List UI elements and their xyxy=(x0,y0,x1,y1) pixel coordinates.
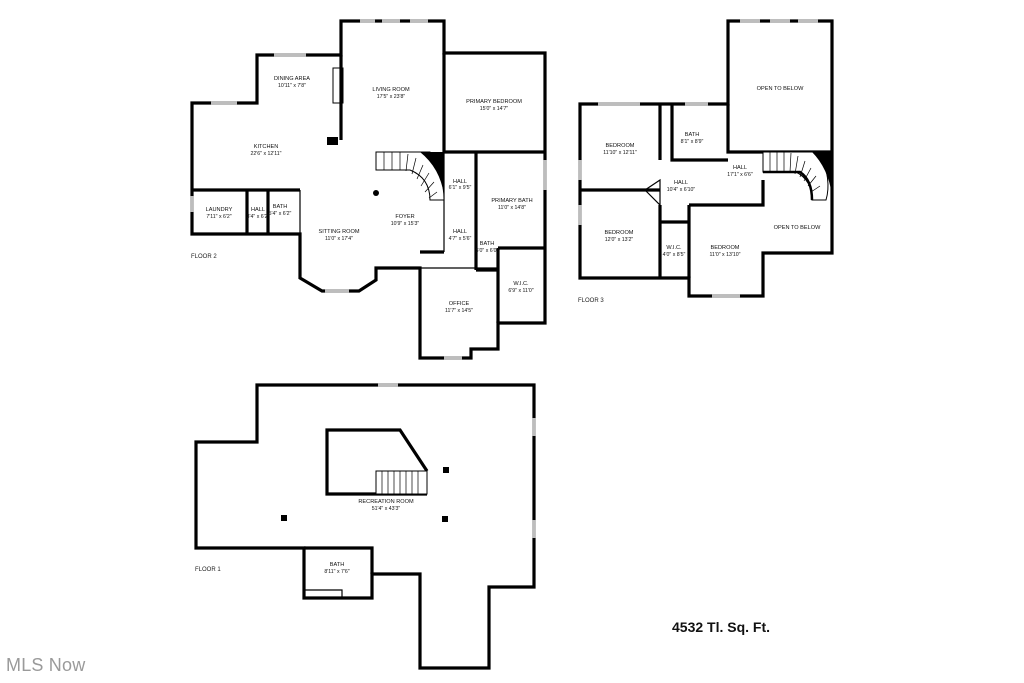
room-label: OPEN TO BELOW xyxy=(757,86,804,92)
room-dimensions: 8'1" x 8'9" xyxy=(681,139,704,145)
room-label: BATH xyxy=(480,241,495,247)
room-label: PRIMARY BEDROOM xyxy=(466,99,522,105)
room-dimensions: 4'7" x 5'6" xyxy=(449,236,472,242)
interior-wall xyxy=(726,104,832,154)
interior-wall xyxy=(670,104,728,162)
room-dimensions: 10'11" x 7'8" xyxy=(278,83,306,89)
room-label: OPEN TO BELOW xyxy=(774,225,821,231)
room-dimensions: 11'0" x 13'10" xyxy=(710,252,741,258)
column xyxy=(442,516,448,522)
floor-label: FLOOR 3 xyxy=(578,298,604,304)
room-label: HALL xyxy=(251,207,265,213)
room-label: HALL xyxy=(453,229,467,235)
room-dimensions: 17'1" x 6'6" xyxy=(727,172,753,178)
staircase xyxy=(762,151,832,201)
room-label: BEDROOM xyxy=(605,230,634,236)
stair-enclosure-wall xyxy=(325,428,429,496)
room-label: RECREATION ROOM xyxy=(358,499,414,505)
column xyxy=(373,190,379,196)
room-label: SITTING ROOM xyxy=(318,229,359,235)
room-dimensions: 6'1" x 9'5" xyxy=(449,185,472,191)
room-label: HALL xyxy=(453,179,467,185)
room-dimensions: 12'0" x 13'2" xyxy=(605,237,634,243)
floor-1-plan: RECREATION ROOM 51'4" x 43'3" BATH 8'11"… xyxy=(194,383,536,670)
room-dimensions: 10'4" x 6'10" xyxy=(667,187,696,193)
floor-label: FLOOR 1 xyxy=(195,567,221,573)
fireplace xyxy=(332,67,344,104)
staircase xyxy=(375,470,428,495)
staircase xyxy=(375,151,445,201)
room-dimensions: 5'0" x 6'0" xyxy=(476,248,499,254)
room-label: BATH xyxy=(685,132,700,138)
room-dimensions: 11'0" x 14'8" xyxy=(498,205,526,211)
floor-2-plan: DINING AREA 10'11" x 7'8" LIVING ROOM 17… xyxy=(190,19,547,360)
room-label: OFFICE xyxy=(449,301,470,307)
floor-label: FLOOR 2 xyxy=(191,254,217,260)
room-dimensions: 3'4" x 6'2" xyxy=(247,214,270,220)
floor-1-exterior-wall xyxy=(194,383,536,670)
room-label: W.I.C. xyxy=(513,281,529,287)
total-square-footage: 4532 Tl. Sq. Ft. xyxy=(672,619,771,635)
column xyxy=(281,515,287,521)
column xyxy=(327,137,338,145)
room-label: DINING AREA xyxy=(274,76,310,82)
room-dimensions: 10'9" x 15'3" xyxy=(391,221,420,227)
room-dimensions: 6'9" x 11'0" xyxy=(508,288,533,294)
interior-wall xyxy=(689,180,765,207)
room-label: HALL xyxy=(674,180,688,186)
room-dimensions: 11'0" x 17'4" xyxy=(325,236,353,242)
room-label: LIVING ROOM xyxy=(372,87,410,93)
room-dimensions: 8'11" x 7'6" xyxy=(324,569,349,575)
room-label: KITCHEN xyxy=(254,144,279,150)
room-dimensions: 51'4" x 43'3" xyxy=(372,506,401,512)
room-dimensions: 15'0" x 14'7" xyxy=(480,106,509,112)
interior-wall xyxy=(304,546,374,574)
interior-partition xyxy=(304,589,343,598)
room-label: HALL xyxy=(733,165,747,171)
room-label: BATH xyxy=(330,562,345,568)
room-label: W.I.C. xyxy=(666,245,682,251)
room-label: LAUNDRY xyxy=(206,207,233,213)
floor-3-plan: OPEN TO BELOW BEDROOM 11'10" x 12'11" BA… xyxy=(578,19,834,304)
room-label: BEDROOM xyxy=(606,143,635,149)
room-label: BATH xyxy=(273,204,288,210)
room-dimensions: 5'4" x 6'2" xyxy=(269,211,292,217)
room-dimensions: 11'10" x 12'11" xyxy=(603,150,637,156)
room-dimensions: 7'11" x 6'2" xyxy=(206,214,231,220)
column xyxy=(443,467,449,473)
room-dimensions: 4'0" x 8'5" xyxy=(663,252,686,258)
room-label: PRIMARY BATH xyxy=(491,198,532,204)
room-label: BEDROOM xyxy=(711,245,740,251)
interior-partition xyxy=(644,178,661,207)
watermark-logo: MLS Now xyxy=(6,655,86,675)
room-label: FOYER xyxy=(395,214,414,220)
room-dimensions: 22'6" x 12'11" xyxy=(251,151,282,157)
room-dimensions: 17'5" x 23'8" xyxy=(377,94,406,100)
room-dimensions: 11'7" x 14'5" xyxy=(445,308,473,314)
